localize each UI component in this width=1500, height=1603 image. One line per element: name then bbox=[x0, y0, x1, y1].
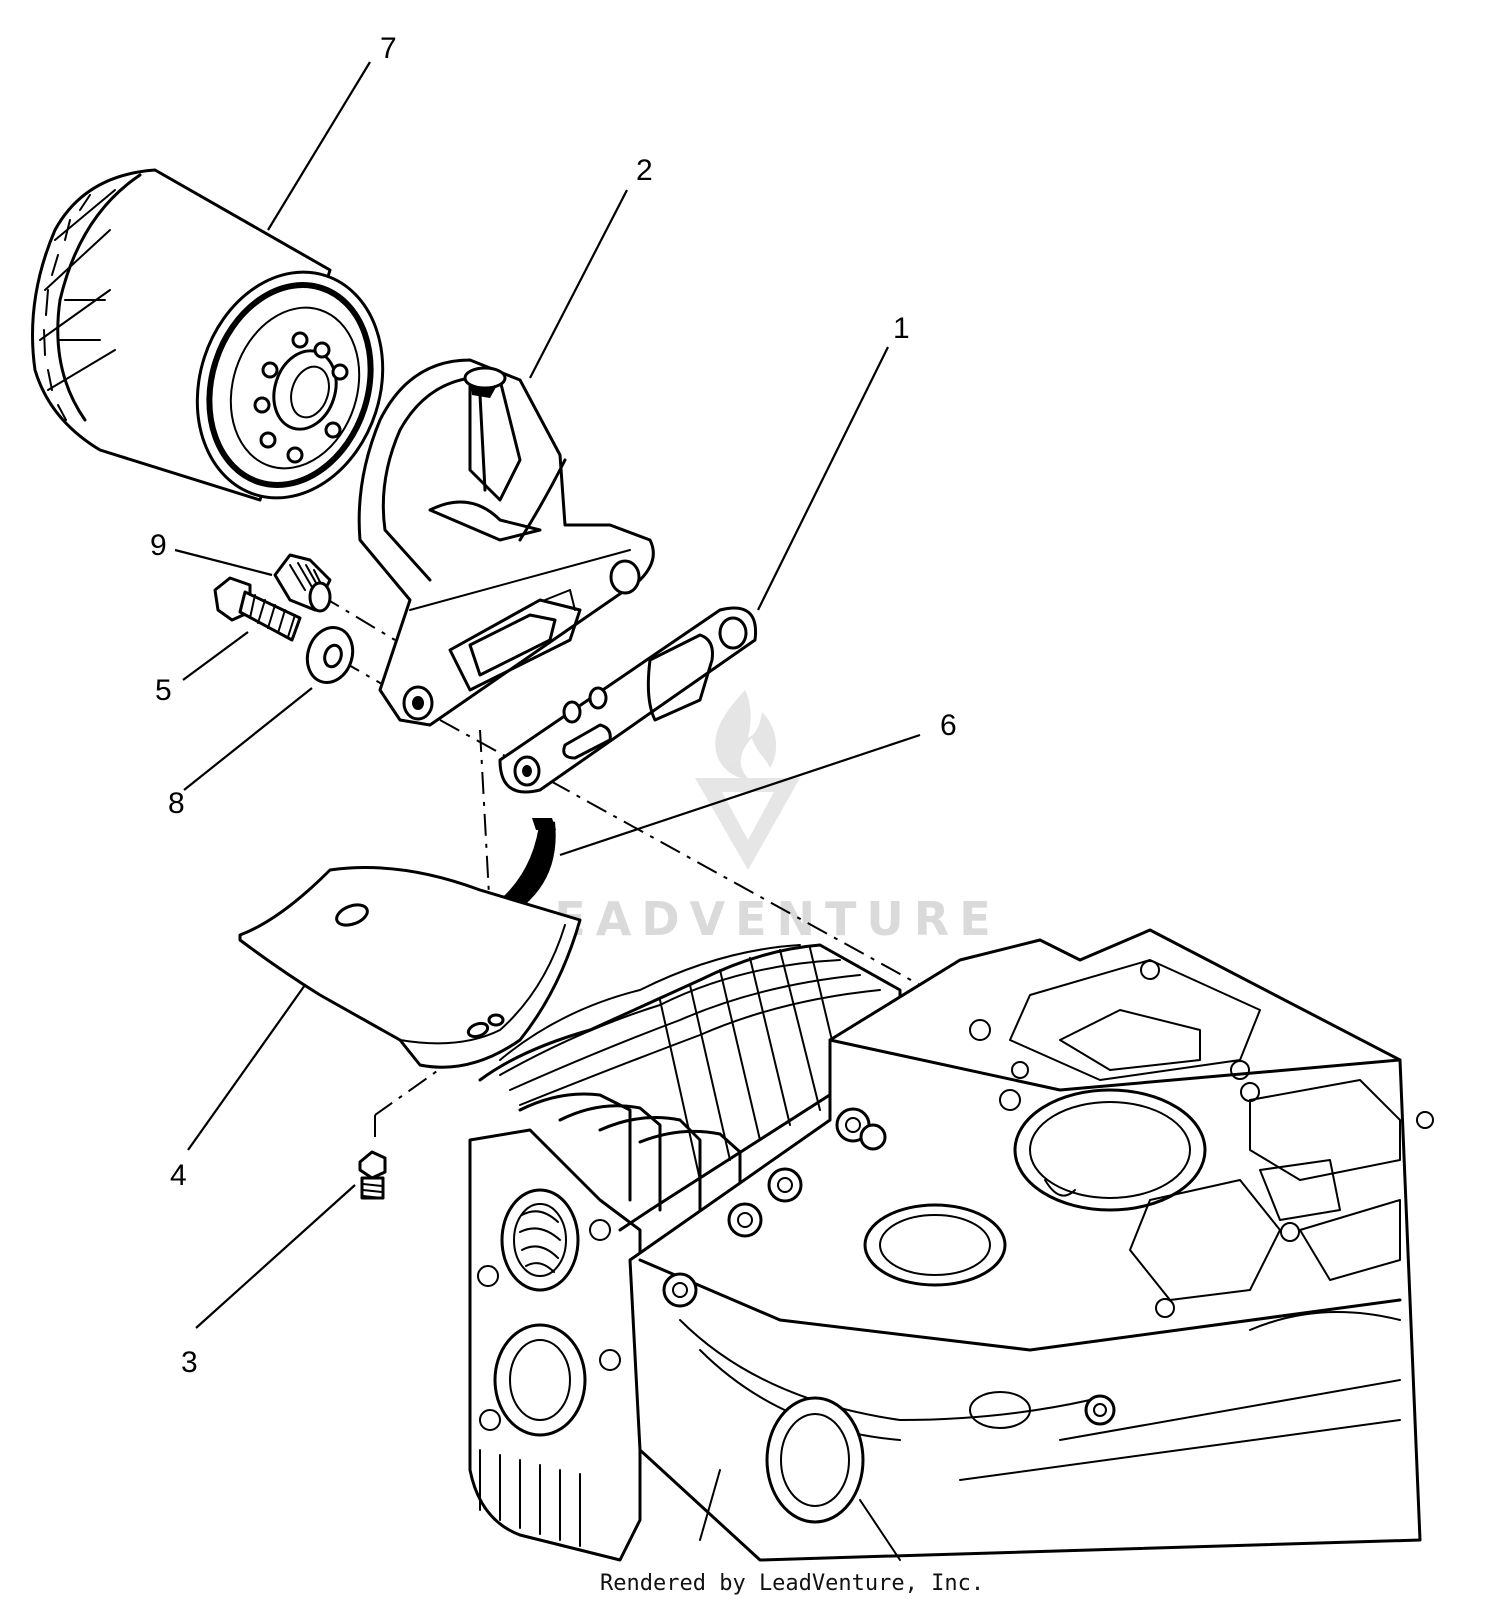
callout-1: 1 bbox=[893, 312, 910, 345]
oil-filter[interactable] bbox=[31, 168, 412, 522]
shield-screw[interactable] bbox=[358, 1150, 387, 1200]
leader-line-8 bbox=[183, 687, 313, 791]
pipe-plug[interactable] bbox=[273, 553, 332, 613]
callout-2: 2 bbox=[636, 154, 653, 187]
adapter-gasket[interactable] bbox=[498, 606, 758, 794]
watermark-flame-icon bbox=[715, 690, 777, 779]
callout-3: 3 bbox=[181, 1346, 198, 1379]
callout-labels: 7 2 1 9 5 6 8 4 3 bbox=[150, 32, 957, 1379]
leader-line-5 bbox=[182, 631, 249, 681]
leader-lines bbox=[174, 61, 921, 1329]
callout-4: 4 bbox=[170, 1159, 187, 1192]
leader-line-9 bbox=[174, 548, 273, 577]
engine-block bbox=[468, 928, 1434, 1562]
leader-line-1 bbox=[757, 346, 889, 611]
leader-line-3 bbox=[195, 1184, 356, 1329]
adapter-bolt[interactable] bbox=[213, 576, 302, 642]
callout-7: 7 bbox=[380, 32, 397, 65]
oil-shield[interactable] bbox=[238, 866, 582, 1069]
leader-line-4 bbox=[187, 984, 306, 1151]
callout-9: 9 bbox=[150, 529, 167, 562]
render-credit: Rendered by LeadVenture, Inc. bbox=[600, 1571, 984, 1596]
leader-line-2 bbox=[529, 189, 628, 379]
leader-line-7 bbox=[267, 61, 371, 231]
flat-washer[interactable] bbox=[300, 622, 359, 689]
filter-adapter[interactable] bbox=[357, 358, 655, 727]
callout-8: 8 bbox=[168, 787, 185, 820]
callout-5: 5 bbox=[155, 674, 172, 707]
leader-line-6 bbox=[559, 733, 921, 857]
watermark-text: LEADVENTURE bbox=[515, 892, 1001, 946]
callout-6: 6 bbox=[940, 709, 957, 742]
